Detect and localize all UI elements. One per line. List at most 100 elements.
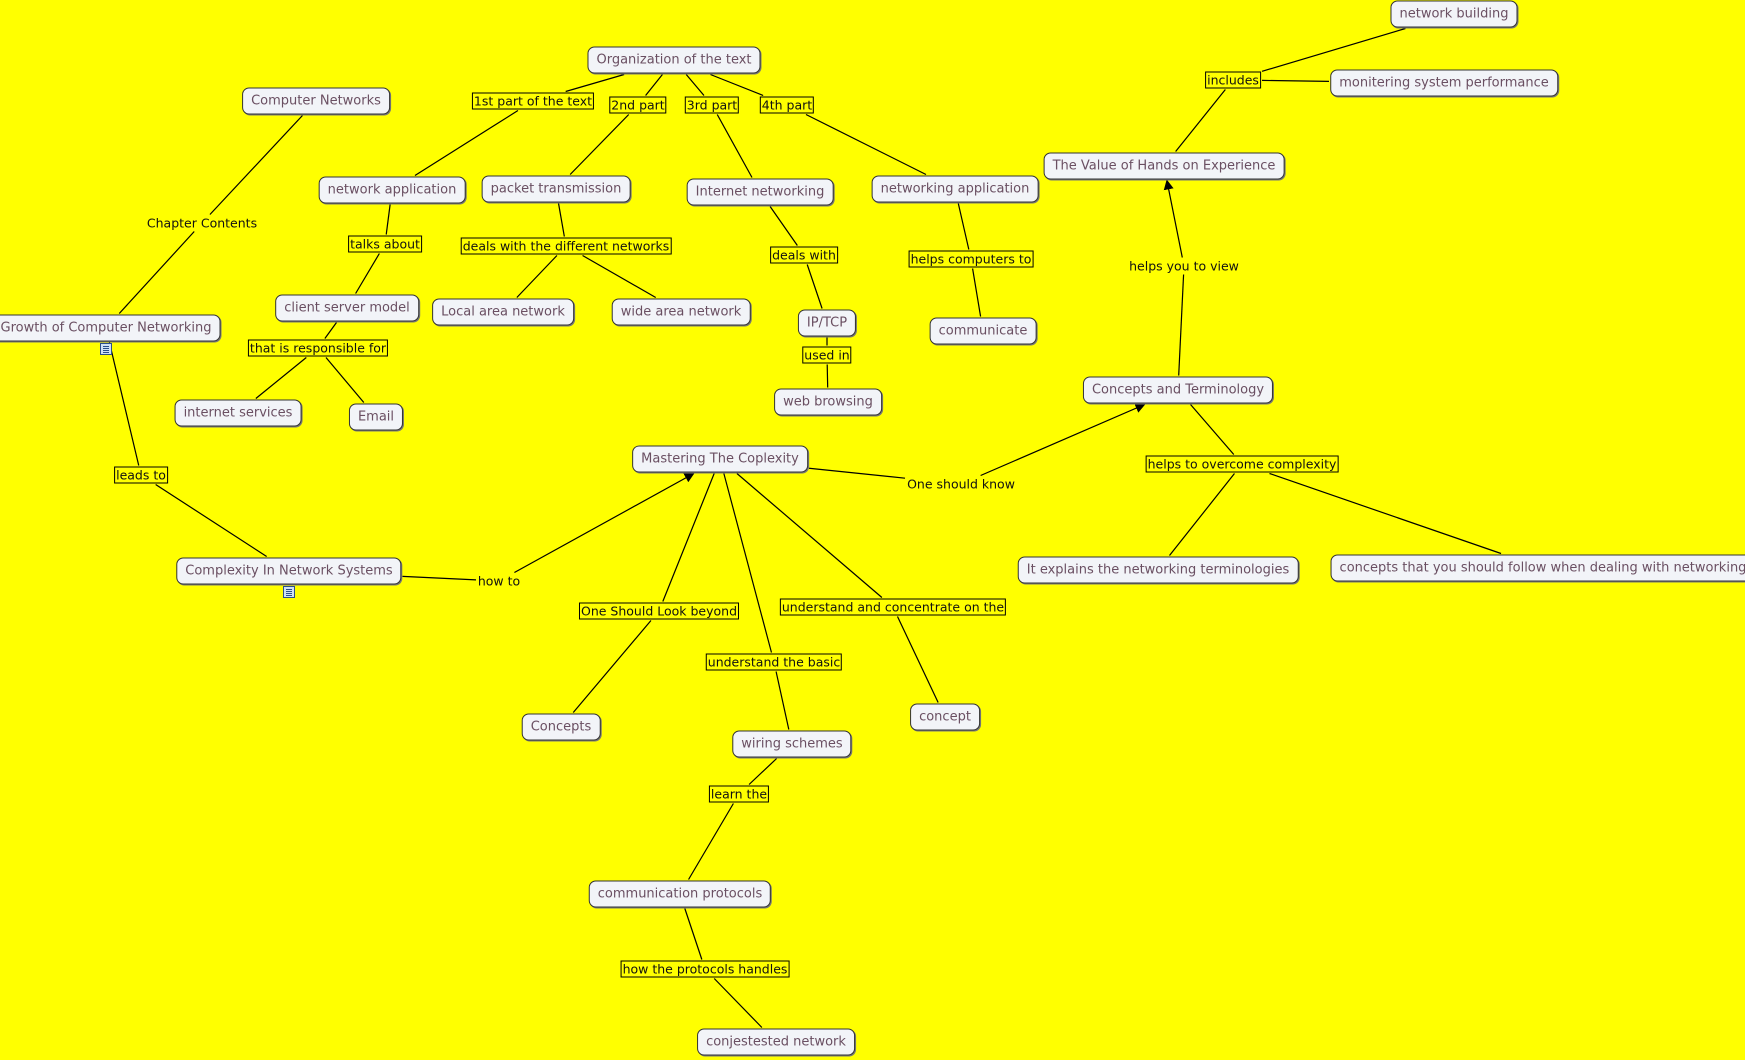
link-label-dealswith: deals with: [770, 246, 838, 264]
link-label-chap: Chapter Contents: [146, 215, 258, 231]
concept-node-netwapp[interactable]: networking application: [871, 175, 1039, 203]
arrow-helpsview-value: [1163, 179, 1183, 258]
link-label-handles: how the protocols handles: [620, 960, 790, 978]
connector-understand-concept: [896, 616, 939, 703]
connector-resp-email: [325, 357, 365, 403]
link-label-helpscomp: helps computers to: [908, 250, 1034, 268]
connector-concterm-helpsover: [1190, 404, 1235, 455]
concept-node-wan[interactable]: wide area network: [611, 298, 751, 326]
concept-node-congest[interactable]: conjestested network: [697, 1028, 855, 1056]
connector-beyond-concepts: [572, 620, 652, 713]
concept-node-concepts[interactable]: Concepts: [521, 713, 601, 741]
connector-master-beyond: [662, 473, 715, 602]
concept-node-growth[interactable]: Growth of Computer Networking: [0, 314, 221, 342]
concept-node-csm[interactable]: client server model: [275, 294, 419, 322]
connector-org-l1: [565, 73, 625, 93]
connector-master-understand: [736, 473, 883, 598]
connector-helpscomp-comm: [971, 268, 982, 317]
link-label-basic: understand the basic: [705, 653, 843, 671]
connector-growth-leads: [108, 342, 140, 466]
link-label-l2: 2nd part: [609, 96, 667, 114]
link-label-leads: leads to: [114, 466, 168, 484]
connector-includes-monit: [1261, 79, 1330, 82]
connector-org-l4: [710, 73, 764, 97]
concept-node-netbuild[interactable]: network building: [1390, 0, 1518, 28]
link-label-includes: includes: [1205, 71, 1261, 89]
connector-netbuild-includes: [1261, 27, 1406, 72]
connector-org-l3: [685, 74, 705, 96]
concept-node-monit[interactable]: monitering system performance: [1330, 69, 1558, 97]
concept-node-inet[interactable]: Internet networking: [686, 178, 834, 206]
connector-csm-resp: [324, 322, 337, 339]
connector-inet-dealswith: [769, 206, 798, 246]
connector-leads-complex: [155, 483, 267, 558]
connector-includes-value: [1175, 89, 1226, 152]
link-label-usedin: used in: [802, 346, 852, 364]
connector-talks-csm: [355, 253, 380, 294]
concept-node-netapp[interactable]: network application: [318, 176, 466, 204]
connector-netwapp-helpscomp: [957, 203, 970, 250]
document-icon[interactable]: [100, 342, 112, 355]
connector-helpsover-explains: [1169, 473, 1235, 556]
link-label-howto: how to: [477, 573, 521, 589]
link-label-talks: talks about: [348, 235, 422, 253]
connector-l3-inet: [716, 114, 753, 178]
arrow-should-concterm: [980, 403, 1146, 477]
connector-master-basic: [723, 473, 773, 653]
link-label-should: One should know: [907, 476, 1015, 492]
concept-node-lan[interactable]: Local area network: [432, 298, 574, 326]
concept-node-value[interactable]: The Value of Hands on Experience: [1043, 152, 1285, 180]
connector-org-l2: [645, 74, 663, 96]
connector-protocols-handles: [684, 908, 703, 960]
link-label-beyond: One Should Look beyond: [578, 602, 740, 620]
connector-basic-wiring: [775, 671, 790, 730]
link-label-l4: 4th part: [759, 96, 815, 114]
concept-node-cn[interactable]: Computer Networks: [242, 87, 390, 115]
link-label-resp: that is responsible for: [247, 339, 389, 357]
connector-concterm-helpsview: [1178, 274, 1185, 376]
concept-node-complex[interactable]: Complexity In Network Systems: [176, 557, 402, 585]
arrow-howto-master: [514, 472, 695, 574]
connector-cn-chap: [209, 115, 303, 215]
concept-node-protocols[interactable]: communication protocols: [588, 880, 772, 908]
connector-l4-netwapp: [805, 113, 927, 176]
connector-helpsover-follow: [1269, 472, 1502, 555]
link-label-l1: 1st part of the text: [471, 92, 595, 110]
connector-deals-lan: [516, 255, 558, 298]
link-label-l3: 3rd part: [684, 96, 740, 114]
concept-node-email[interactable]: Email: [348, 403, 404, 431]
connector-handles-congest: [713, 978, 763, 1028]
concept-node-comm[interactable]: communicate: [929, 317, 1037, 345]
concept-node-isvc[interactable]: internet services: [174, 399, 302, 427]
concept-node-explains[interactable]: It explains the networking terminologies: [1017, 556, 1299, 584]
link-label-deals: deals with the different networks: [460, 237, 672, 255]
concept-node-concept[interactable]: concept: [910, 703, 980, 731]
link-label-learn: learn the: [708, 785, 770, 803]
link-label-understand: understand and concentrate on the: [779, 598, 1007, 616]
connector-wiring-learn: [748, 758, 778, 785]
connector-resp-isvc: [255, 357, 307, 399]
connector-l1-netapp: [414, 109, 519, 177]
connector-deals-wan: [582, 254, 657, 299]
concept-node-concterm[interactable]: Concepts and Terminology: [1082, 376, 1274, 404]
connector-l2-pkt: [569, 114, 630, 175]
concept-node-org[interactable]: Organization of the text: [587, 46, 761, 74]
concept-node-web[interactable]: web browsing: [774, 388, 882, 416]
link-label-helpsover: helps to overcome complexity: [1145, 455, 1339, 473]
connector-learn-protocols: [688, 803, 734, 880]
connector-netapp-talks: [385, 204, 391, 235]
concept-node-wiring[interactable]: wiring schemes: [732, 730, 852, 758]
concept-node-iptcp[interactable]: IP/TCP: [797, 309, 857, 337]
connector-pkt-deals: [557, 203, 565, 237]
connector-chap-growth: [118, 231, 195, 314]
concept-node-pkt[interactable]: packet transmission: [481, 175, 631, 203]
connector-master-should: [808, 467, 906, 479]
connector-complex-howto: [402, 575, 477, 581]
concept-node-master[interactable]: Mastering The Coplexity: [632, 445, 808, 473]
connector-dealswith-iptcp: [806, 264, 823, 309]
link-label-helpsview: helps you to view: [1129, 258, 1239, 274]
concept-node-follow[interactable]: concepts that you should follow when dea…: [1330, 554, 1745, 582]
document-icon[interactable]: [283, 585, 295, 598]
